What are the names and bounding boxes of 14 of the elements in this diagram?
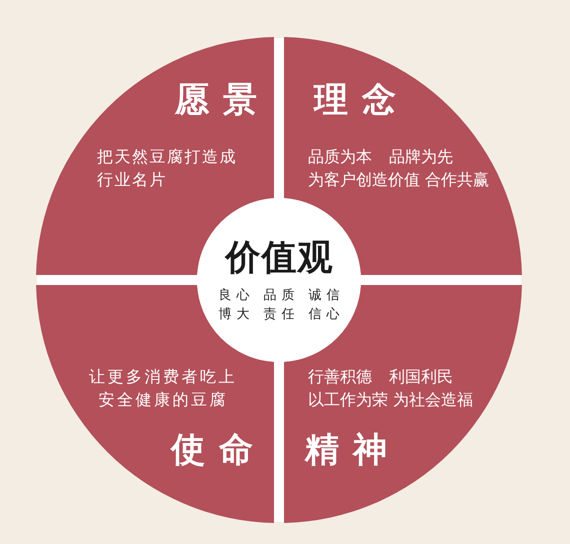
section-heading: 愿景 bbox=[175, 83, 257, 117]
section-text: 把天然豆腐打造成行业名片 bbox=[97, 146, 238, 191]
section-text: 品质为本 品牌为先 bbox=[308, 146, 454, 168]
section-heading: 使命 bbox=[171, 433, 253, 467]
section-text: 以工作为荣 为社会造福 bbox=[308, 389, 474, 411]
section-heading: 精神 bbox=[305, 433, 387, 467]
center-heading: 价值观 bbox=[226, 241, 334, 276]
section-text: 让更多消费者吃上安全健康的豆腐 bbox=[88, 366, 238, 411]
section-heading: 理念 bbox=[314, 83, 396, 117]
value-list: 博大 责任 信心 bbox=[218, 305, 345, 324]
section-text: 为客户创造价值 合作共赢 bbox=[308, 169, 490, 191]
value-list: 良心 品质 诚信 bbox=[218, 286, 345, 305]
section-text: 行善积德 利国利民 bbox=[308, 366, 454, 388]
quadrant-segment bbox=[36, 285, 274, 523]
